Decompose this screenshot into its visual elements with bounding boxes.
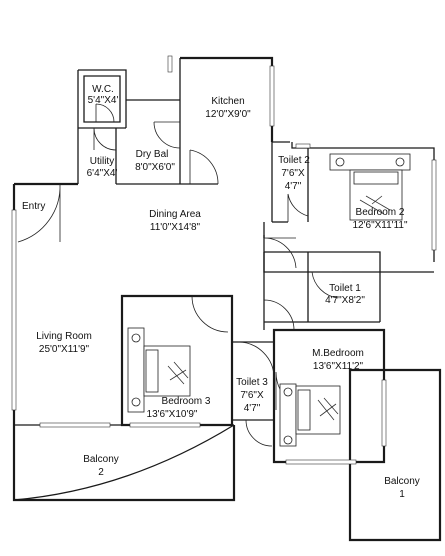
room-label-dining: Dining Area 11'0"X14'8" xyxy=(149,209,201,233)
room-number: 2 xyxy=(98,467,104,478)
room-label-kitchen: Kitchen 12'0"X9'0" xyxy=(205,96,251,120)
room-label-utility: Utility 6'4"X4' xyxy=(87,156,118,179)
room-name: Balcony xyxy=(384,476,420,487)
room-label-mbedroom: M.Bedroom 13'6"X11'2" xyxy=(312,348,364,372)
window xyxy=(11,209,17,411)
room-dimensions: 7'6"X xyxy=(281,168,305,179)
room-label-bedroom3: Bedroom 3 13'6"X10'9" xyxy=(147,396,211,420)
room-name: Dry Bal xyxy=(136,149,169,160)
room-dimensions: 5'4"X4' xyxy=(88,95,119,106)
room-dimensions: 8'0"X6'0" xyxy=(135,162,175,173)
room-name: Toilet 3 xyxy=(236,377,268,388)
room-name: W.C. xyxy=(92,84,114,95)
room-name: Dining Area xyxy=(149,209,201,220)
window xyxy=(295,143,311,149)
room-name: Toilet 1 xyxy=(329,283,361,294)
room-number: 1 xyxy=(399,489,405,500)
room-dimensions: 4'7"X8'2" xyxy=(325,295,365,306)
room-label-entry: Entry xyxy=(22,201,45,212)
room-dimensions: 12'0"X9'0" xyxy=(205,109,251,120)
room-dimensions: 25'0"X11'9" xyxy=(39,344,90,355)
room-dimensions: 6'4"X4' xyxy=(87,168,118,179)
room-name: Bedroom 2 xyxy=(356,207,405,218)
room-dimensions: 4'7" xyxy=(285,181,302,192)
room-dimensions: 13'6"X11'2" xyxy=(313,361,364,372)
room-label-balcony1: Balcony 1 xyxy=(384,476,420,500)
room-dimensions: 11'0"X14'8" xyxy=(150,222,201,233)
room-dimensions: 12'6"X11'11" xyxy=(352,220,407,231)
room-label-living: Living Room 25'0"X11'9" xyxy=(36,331,92,355)
walls xyxy=(12,56,442,542)
room-label-toilet1: Toilet 1 4'7"X8'2" xyxy=(325,283,365,306)
room-label-toilet3: Toilet 3 7'6"X 4'7" xyxy=(236,377,268,414)
room-label-bedroom2: Bedroom 2 12'6"X11'11" xyxy=(352,207,407,231)
room-name: Utility xyxy=(90,156,114,167)
room-name: Balcony xyxy=(83,454,119,465)
room-name: Living Room xyxy=(36,331,92,342)
room-name: Entry xyxy=(22,201,45,212)
window xyxy=(39,422,111,428)
window xyxy=(269,65,275,127)
window xyxy=(381,379,387,447)
room-label-wc: W.C. 5'4"X4' xyxy=(88,84,119,106)
room-dimensions: 13'6"X10'9" xyxy=(147,409,198,420)
room-label-drybal: Dry Bal 8'0"X6'0" xyxy=(135,149,175,173)
room-name: M.Bedroom xyxy=(312,348,364,359)
room-label-balcony2: Balcony 2 xyxy=(83,454,119,478)
room-label-toilet2: Toilet 2 7'6"X 4'7" xyxy=(278,155,310,192)
window xyxy=(129,422,201,428)
room-dimensions: 7'6"X xyxy=(240,390,264,401)
room-name: Toilet 2 xyxy=(278,155,310,166)
room-name: Kitchen xyxy=(211,96,244,107)
room-dimensions: 4'7" xyxy=(244,403,261,414)
window xyxy=(285,459,357,465)
bed-bedroom-3 xyxy=(127,327,191,413)
window xyxy=(431,159,437,251)
room-name: Bedroom 3 xyxy=(162,396,211,407)
window xyxy=(167,55,173,73)
bed-master-bedroom xyxy=(279,383,341,447)
windows xyxy=(11,55,437,465)
bed-bedroom-2 xyxy=(329,153,411,221)
